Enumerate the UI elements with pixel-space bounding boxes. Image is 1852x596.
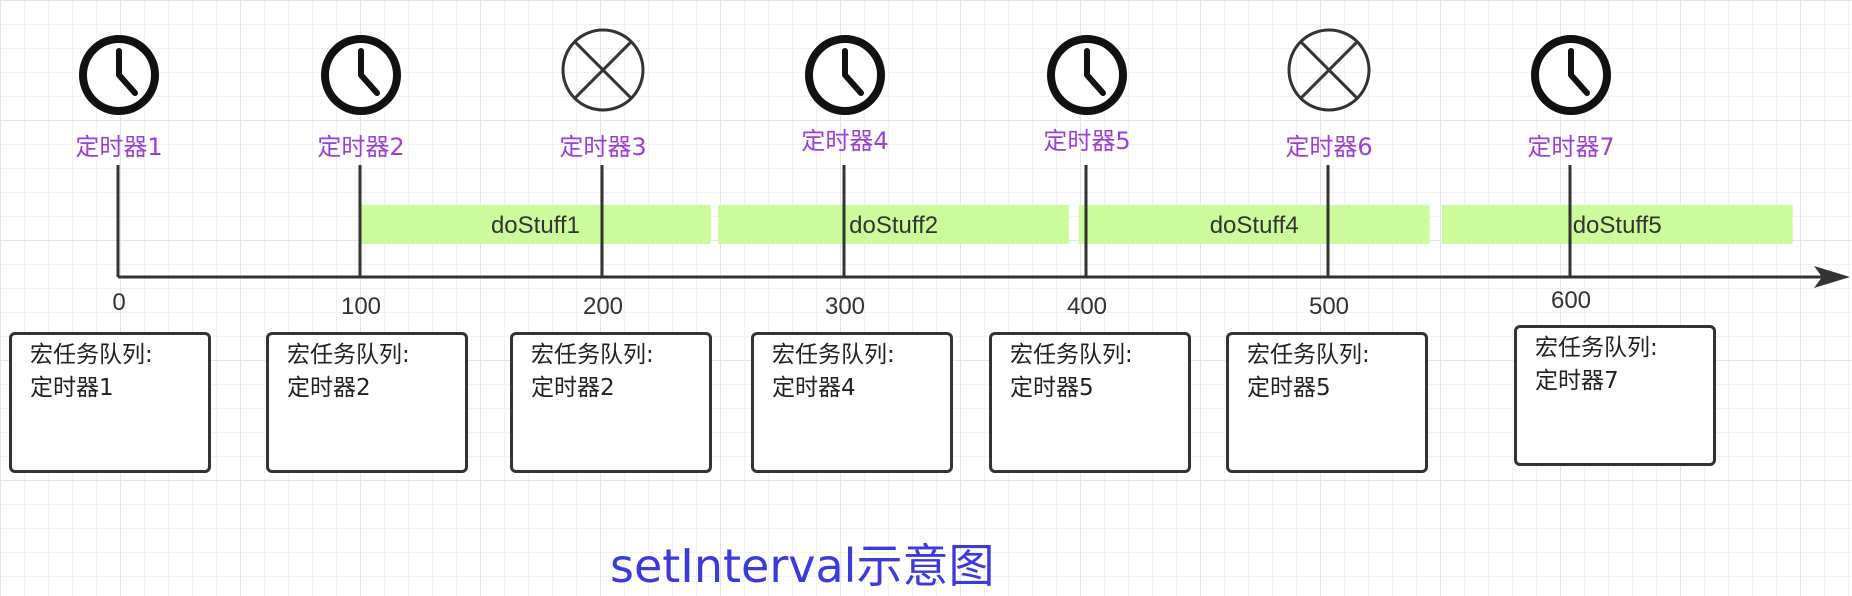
queue-item: 定时器2 <box>531 375 615 401</box>
task-label: doStuff4 <box>1210 212 1299 239</box>
task-bar <box>1078 205 1430 244</box>
tick-label: 300 <box>825 293 865 320</box>
cross-line <box>573 40 633 100</box>
queue-heading: 宏任务队列: <box>1247 342 1370 368</box>
axis-arrow-icon <box>1814 266 1850 288</box>
timer-label: 定时器3 <box>559 133 646 161</box>
queue-box-1: 宏任务队列: 定时器1 <box>9 332 211 473</box>
queue-heading: 宏任务队列: <box>1535 335 1658 361</box>
queue-box-3: 宏任务队列: 定时器2 <box>510 332 712 473</box>
queue-box-2: 宏任务队列: 定时器2 <box>266 332 468 473</box>
tick-label: 500 <box>1309 293 1349 320</box>
timer-label: 定时器7 <box>1527 133 1614 161</box>
cross-circle-icon <box>1287 28 1371 112</box>
queue-heading: 宏任务队列: <box>772 342 895 368</box>
queue-item: 定时器5 <box>1247 375 1331 401</box>
clock-hands <box>1568 48 1590 96</box>
timer-label: 定时器5 <box>1043 127 1130 155</box>
task-bar <box>718 205 1070 244</box>
queue-item: 定时器2 <box>287 375 371 401</box>
tick-label: 100 <box>341 293 381 320</box>
timer-label: 定时器2 <box>317 133 404 161</box>
queue-item: 定时器1 <box>30 375 114 401</box>
task-label: doStuff2 <box>849 212 938 239</box>
queue-item: 定时器7 <box>1535 368 1619 394</box>
queue-box-4: 宏任务队列: 定时器4 <box>751 332 953 473</box>
clock-hands <box>842 48 864 96</box>
tick-label: 200 <box>583 293 623 320</box>
queue-box-6: 宏任务队列: 定时器5 <box>1226 332 1428 473</box>
queue-heading: 宏任务队列: <box>30 342 153 368</box>
tick-label: 600 <box>1551 287 1591 314</box>
tick-label: 0 <box>112 289 125 316</box>
task-bar <box>1441 205 1793 244</box>
clock-hands <box>358 48 380 96</box>
timer-label: 定时器4 <box>801 127 888 155</box>
task-label: doStuff5 <box>1573 212 1662 239</box>
queue-heading: 宏任务队列: <box>287 342 410 368</box>
cross-circle-icon <box>561 28 645 112</box>
task-bar <box>360 205 711 244</box>
task-label: doStuff1 <box>491 212 580 239</box>
timer-label: 定时器6 <box>1285 133 1372 161</box>
clock-hands <box>116 48 138 96</box>
diagram-title: setInterval示意图 <box>610 539 995 593</box>
timer-label: 定时器1 <box>75 133 162 161</box>
queue-heading: 宏任务队列: <box>531 342 654 368</box>
queue-item: 定时器5 <box>1010 375 1094 401</box>
cross-line <box>1299 40 1359 100</box>
queue-box-5: 宏任务队列: 定时器5 <box>989 332 1191 473</box>
queue-heading: 宏任务队列: <box>1010 342 1133 368</box>
queue-item: 定时器4 <box>772 375 856 401</box>
tick-label: 400 <box>1067 293 1107 320</box>
queue-box-7: 宏任务队列: 定时器7 <box>1514 325 1716 466</box>
clock-hands <box>1084 48 1106 96</box>
